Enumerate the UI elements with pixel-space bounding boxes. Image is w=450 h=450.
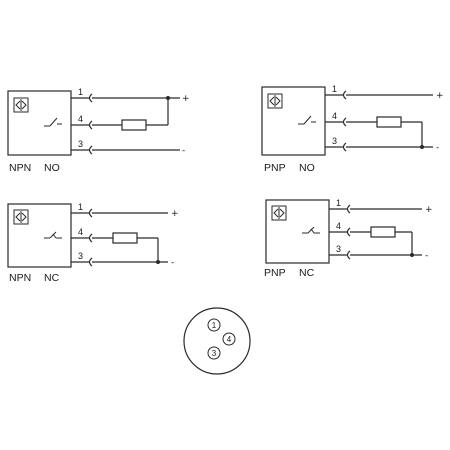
- connector-pinout: 1 4 3: [183, 307, 251, 375]
- sensor-body: [7, 90, 72, 156]
- connector-pin-3: 3: [207, 346, 221, 360]
- connector-contact: [88, 257, 93, 267]
- connector-contact: [346, 227, 351, 237]
- sensor-face-icon: [271, 205, 287, 221]
- pin-label: 1: [332, 84, 337, 94]
- connector-contact: [346, 204, 351, 214]
- load-resistor: [112, 232, 138, 244]
- switch-symbol: [44, 231, 62, 239]
- switch-mode-label: NO: [299, 162, 315, 174]
- connector-contact: [88, 120, 93, 130]
- sensor-face-icon: [13, 209, 29, 225]
- pin-label: 1: [78, 87, 83, 97]
- pin-label: 1: [336, 198, 341, 208]
- sensor-body: [261, 86, 326, 156]
- negative-terminal: -: [171, 258, 174, 268]
- transistor-type-label: NPN: [9, 272, 31, 284]
- positive-terminal: +: [182, 94, 190, 104]
- connector-contact: [88, 93, 93, 103]
- sensor-body: [7, 203, 72, 268]
- pin-label: 3: [78, 251, 83, 261]
- junction-dot: [410, 253, 414, 257]
- connector-outline: [183, 307, 251, 375]
- transistor-type-label: NPN: [9, 162, 31, 174]
- positive-terminal: +: [425, 205, 433, 215]
- load-resistor: [370, 226, 396, 238]
- connector-contact: [342, 142, 347, 152]
- positive-terminal: +: [436, 91, 444, 101]
- transistor-type-label: PNP: [264, 267, 286, 279]
- diagram-pnp-no: 1 + 4 3 - PNP NO: [261, 84, 444, 174]
- transistor-type-label: PNP: [264, 162, 286, 174]
- connector-contact: [88, 233, 93, 243]
- pin-label: 4: [78, 114, 83, 124]
- load-resistor: [376, 116, 402, 128]
- switch-mode-label: NO: [44, 162, 60, 174]
- positive-terminal: +: [171, 209, 179, 219]
- diagram-pnp-nc: 1 + 4 3 - PNP NC: [264, 198, 433, 279]
- pin-label: 4: [78, 227, 83, 237]
- pin-label: 1: [78, 202, 83, 212]
- negative-terminal: -: [182, 146, 185, 156]
- svg-text:4: 4: [227, 335, 232, 344]
- pin-label: 3: [78, 139, 83, 149]
- connector-pin-4: 4: [222, 332, 236, 346]
- negative-terminal: -: [436, 143, 439, 153]
- diagram-npn-no: 1 + 4 3 - NPN NO: [7, 87, 190, 174]
- switch-mode-label: NC: [44, 272, 60, 284]
- junction-dot: [156, 260, 160, 264]
- svg-text:1: 1: [212, 321, 217, 330]
- connector-contact: [88, 208, 93, 218]
- diagram-npn-nc: 1 + 4 3 - NPN NC: [7, 202, 179, 284]
- connector-contact: [346, 250, 351, 260]
- sensor-face-icon: [13, 97, 29, 113]
- connector-contact: [342, 117, 347, 127]
- sensor-face-icon: [267, 93, 283, 109]
- connector-contact: [342, 90, 347, 100]
- sensor-body: [265, 199, 330, 264]
- switch-mode-label: NC: [299, 267, 315, 279]
- switch-symbol: [302, 226, 320, 234]
- pin-label: 3: [332, 136, 337, 146]
- connector-contact: [88, 145, 93, 155]
- svg-text:3: 3: [212, 349, 217, 358]
- switch-symbol: [298, 115, 316, 125]
- junction-dot: [420, 145, 424, 149]
- load-resistor: [121, 119, 147, 131]
- pin-label: 4: [332, 111, 337, 121]
- negative-terminal: -: [425, 251, 428, 261]
- connector-pin-1: 1: [207, 318, 221, 332]
- pin-label: 3: [336, 244, 341, 254]
- switch-symbol: [44, 117, 62, 127]
- pin-label: 4: [336, 221, 341, 231]
